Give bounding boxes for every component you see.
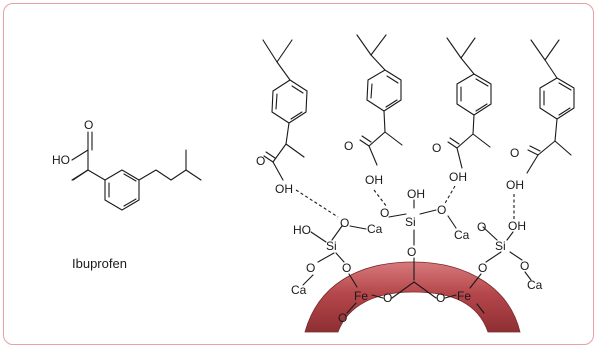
ibuprofen-carbonyl-o: O	[84, 118, 93, 132]
o-center-right: O	[437, 203, 446, 217]
o-fe-bridge-right: O	[436, 291, 445, 305]
mol1-hydroxyl: OH	[275, 182, 293, 196]
ibuprofen-molecule-4	[526, 39, 575, 174]
ibuprofen-molecule-2	[356, 34, 403, 166]
mol2-hydroxyl: OH	[365, 173, 383, 187]
iron-oxide-nanoparticle	[304, 261, 521, 333]
ca-left: Ca	[367, 222, 383, 236]
ibuprofen-molecule-3	[446, 37, 492, 169]
o-fe-bridge-left: O	[383, 291, 392, 305]
o-left-fe: O	[342, 261, 351, 275]
nanoparticle-arc	[304, 261, 521, 333]
ca-bottom-left: Ca	[291, 283, 307, 297]
ibuprofen-structure: O HO	[52, 118, 202, 211]
o-fe-left-down: O	[338, 311, 347, 325]
o-left-top: O	[340, 216, 349, 230]
figure-frame	[3, 3, 594, 345]
network-atom-labels: O Ca O HO Si O O Ca OH Si O O Ca O OH Si…	[291, 187, 543, 325]
o-center-bottom: O	[407, 245, 416, 259]
mol4-carbonyl-o: O	[510, 146, 519, 160]
silicate-network-bonds	[302, 199, 532, 314]
si-left: Si	[326, 239, 337, 253]
hydroxyl-right-si: OH	[508, 219, 526, 233]
ibuprofen-ring	[104, 169, 140, 211]
hydroxyl-left-si: HO	[293, 223, 311, 237]
ibuprofen-caption: Ibuprofen	[72, 256, 127, 271]
si-right: Si	[495, 239, 506, 253]
ca-bottom-right: Ca	[527, 278, 543, 292]
o-left-bottom: O	[306, 261, 315, 275]
hydroxyl-center-si: OH	[407, 187, 425, 201]
mol4-hydroxyl: OH	[506, 178, 524, 192]
mol2-carbonyl-o: O	[344, 139, 353, 153]
o-right-top: O	[477, 220, 486, 234]
mol3-hydroxyl: OH	[449, 170, 467, 184]
fe-left: Fe	[354, 289, 368, 303]
o-right-fe: O	[478, 261, 487, 275]
hydrogen-bonds	[295, 185, 515, 220]
mol1-carbonyl-o: O	[256, 154, 265, 168]
o-ca-left: O	[380, 206, 389, 220]
si-center: Si	[405, 215, 416, 229]
fe-right: Fe	[457, 289, 471, 303]
ibuprofen-molecule-1	[262, 39, 308, 181]
o-right-bottom: O	[520, 259, 529, 273]
mol3-carbonyl-o: O	[432, 141, 441, 155]
ca-center: Ca	[454, 228, 470, 242]
ibuprofen-hydroxyl: HO	[52, 153, 70, 167]
